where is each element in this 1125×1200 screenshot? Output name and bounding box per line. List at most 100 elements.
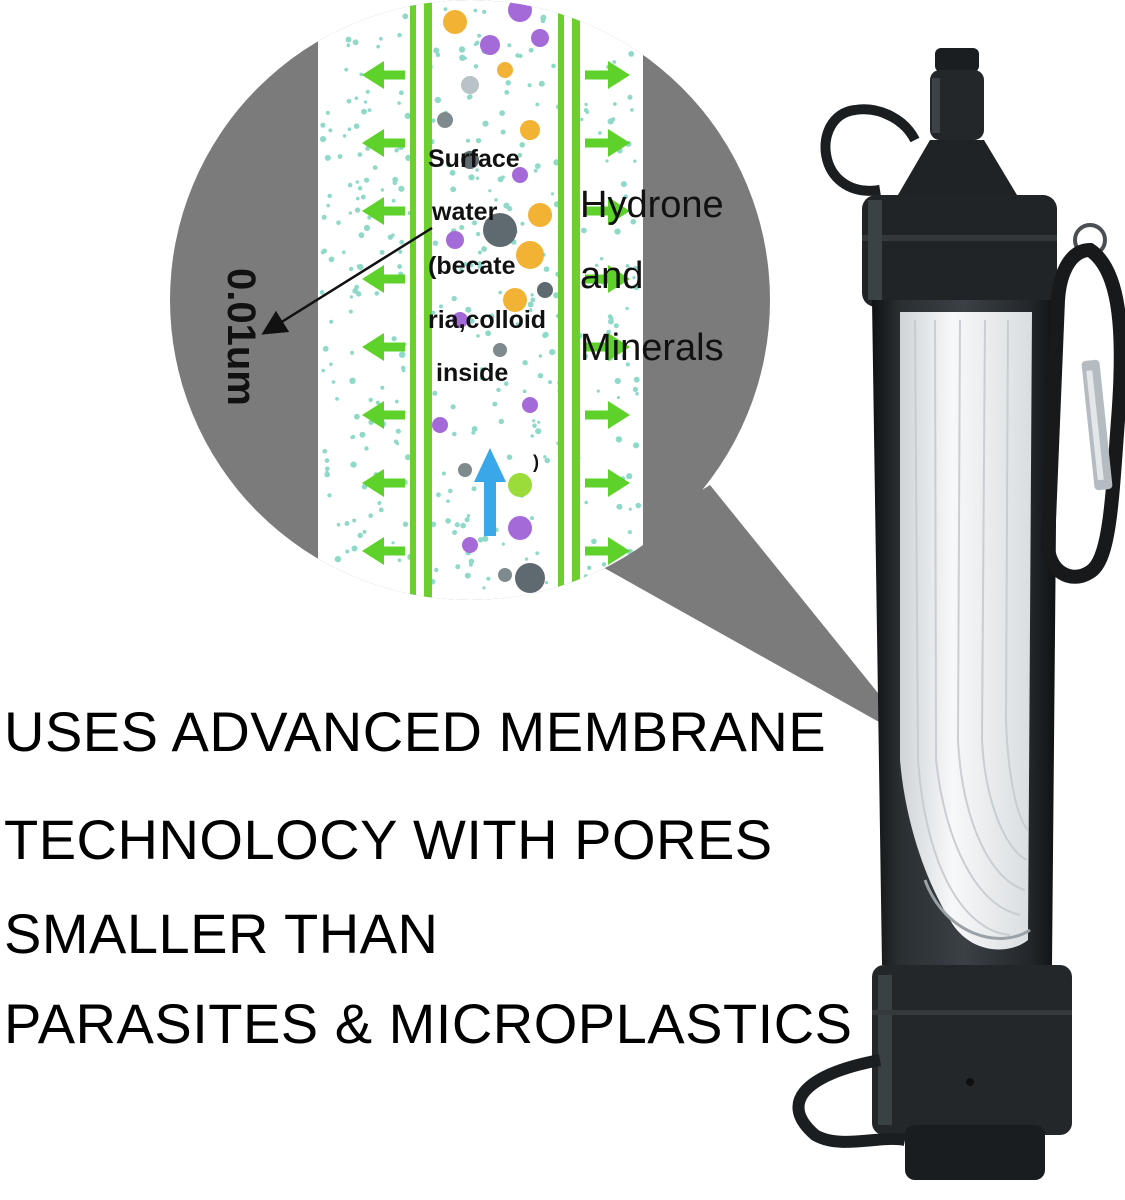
water-molecule: [327, 193, 332, 199]
water-molecule: [473, 64, 479, 69]
water-molecule: [528, 308, 533, 313]
water-molecule: [376, 44, 381, 49]
water-molecule: [344, 521, 350, 526]
water-molecule: [501, 175, 505, 179]
water-molecule: [451, 295, 457, 302]
water-molecule: [361, 9, 368, 16]
water-molecule: [477, 537, 484, 543]
water-molecule: [402, 521, 409, 527]
contaminant-particle: [515, 563, 545, 593]
filtration-arrows: [362, 61, 630, 565]
water-molecule: [328, 128, 333, 133]
water-molecule: [621, 354, 626, 359]
water-molecule: [329, 319, 334, 324]
water-molecule: [583, 574, 588, 579]
water-molecule: [362, 529, 367, 534]
water-molecule: [434, 567, 439, 573]
arrow-left-head: [362, 401, 384, 429]
contaminant-particle: [512, 167, 528, 183]
water-molecule: [498, 418, 504, 425]
water-molecule: [471, 486, 477, 492]
arrow-right-head: [608, 401, 630, 429]
water-molecule: [468, 558, 475, 565]
water-molecule: [551, 63, 556, 69]
water-molecule: [630, 108, 634, 112]
water-molecule: [579, 117, 584, 122]
water-molecule: [527, 83, 532, 88]
water-molecule: [527, 301, 534, 308]
water-molecule: [345, 36, 352, 43]
water-molecule: [543, 266, 550, 273]
water-molecule: [625, 306, 629, 311]
water-molecule: [379, 249, 385, 255]
water-molecule: [468, 174, 475, 181]
arrow-right-head: [608, 197, 630, 225]
arrow-left-head: [362, 197, 384, 225]
water-molecule: [434, 96, 442, 104]
water-molecule: [616, 395, 621, 400]
arrow-left-head: [362, 469, 384, 497]
water-molecule: [330, 22, 338, 30]
contaminant-particle: [528, 203, 552, 227]
callout-pointer: [590, 485, 920, 745]
bottom-tether: [792, 1054, 907, 1148]
water-molecule: [354, 413, 360, 420]
water-molecule: [633, 376, 640, 383]
water-molecule: [432, 240, 439, 246]
contaminant-particle: [503, 288, 527, 312]
water-molecule: [319, 290, 325, 295]
water-molecule: [606, 329, 611, 335]
water-molecule: [464, 572, 471, 579]
water-molecule: [463, 262, 468, 267]
water-molecule: [439, 304, 443, 309]
water-molecule: [345, 14, 351, 20]
water-molecule: [471, 430, 476, 435]
water-molecule: [482, 535, 489, 542]
water-molecule: [637, 11, 642, 15]
water-molecule: [354, 96, 359, 100]
arrow-left-head: [362, 61, 384, 89]
water-molecule: [532, 419, 536, 423]
water-molecule: [378, 507, 384, 513]
water-molecule: [343, 5, 349, 11]
svg-text:Minerals: Minerals: [580, 327, 724, 369]
water-molecule: [320, 579, 326, 585]
water-molecule: [632, 276, 636, 280]
water-molecule: [320, 122, 326, 128]
water-molecule: [352, 518, 357, 523]
water-molecule: [584, 102, 588, 107]
water-molecule: [391, 233, 395, 237]
water-molecule: [538, 80, 545, 87]
pore-pointer-line: [261, 226, 433, 335]
water-molecule: [615, 436, 623, 443]
water-molecule: [628, 51, 635, 57]
water-molecule: [627, 94, 633, 100]
water-molecule: [454, 522, 460, 528]
water-molecule: [530, 293, 534, 297]
water-molecule: [544, 581, 549, 585]
water-molecule: [399, 90, 404, 96]
water-molecule: [543, 455, 547, 459]
contaminant-particle: [443, 10, 467, 34]
water-molecule: [528, 47, 534, 53]
water-molecule: [581, 227, 587, 234]
water-molecule: [515, 53, 520, 58]
water-molecule: [452, 431, 457, 437]
water-molecule: [321, 368, 326, 373]
svg-text:Surface: Surface: [428, 145, 520, 173]
contaminant-particle: [522, 397, 538, 413]
arrow-left-head: [362, 537, 384, 565]
headline-line-3: SMALLER THAN: [4, 902, 439, 965]
carabiner-icon: [1040, 223, 1125, 584]
water-molecule: [522, 389, 527, 394]
water-molecule: [436, 492, 441, 498]
water-molecule: [322, 448, 328, 454]
water-molecule: [499, 110, 505, 116]
contaminant-particle: [531, 29, 549, 47]
water-molecule: [479, 376, 484, 381]
water-molecule: [356, 196, 360, 201]
water-molecule: [622, 4, 627, 9]
water-molecule: [452, 530, 458, 535]
water-molecule: [537, 373, 544, 379]
water-molecule: [605, 159, 609, 163]
